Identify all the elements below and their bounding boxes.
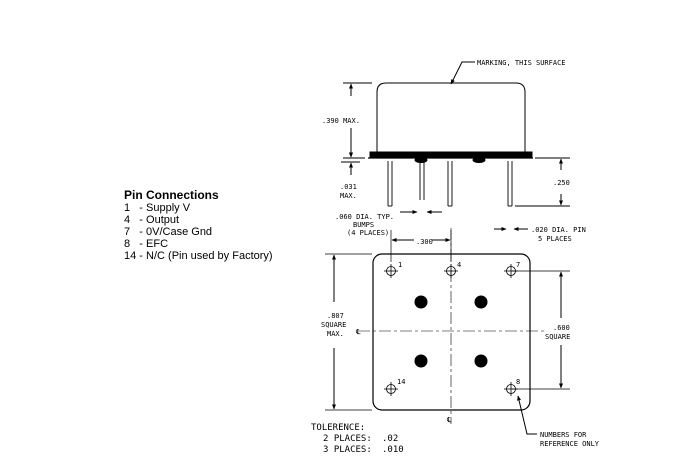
side-view — [341, 61, 570, 231]
pin-square-2: SQUARE — [545, 333, 570, 341]
pin-description: N/C (Pin used by Factory) — [146, 250, 273, 262]
pin-description: Output — [146, 214, 180, 226]
pin-note-2: 5 PLACES — [538, 235, 572, 243]
pin-number: 7 — [124, 226, 131, 238]
bump-note-3: (4 PLACES) — [347, 229, 389, 237]
pin-number: 1 — [124, 202, 131, 214]
package-outline — [372, 253, 531, 411]
bump-dot — [474, 354, 488, 368]
pin-description: EFC — [146, 238, 169, 250]
tolerance-label-2: 2 PLACES: — [323, 434, 372, 444]
marking-note: MARKING, THIS SURFACE — [477, 59, 566, 67]
numbers-note-2: REFERENCE ONLY — [540, 440, 600, 448]
pin-length-label: .250 — [553, 179, 570, 187]
outline-dim-3: MAX. — [327, 330, 344, 338]
bump — [414, 157, 428, 163]
pin-number: 8 — [124, 238, 131, 250]
marking-leader — [450, 61, 475, 85]
bump-dot — [414, 295, 428, 309]
pin-connections-title: Pin Connections — [124, 188, 219, 202]
centerline-symbol-vertical: ℄ — [446, 416, 452, 424]
height-dim-label: .390 MAX. — [322, 117, 360, 125]
pin-label-8: 8 — [516, 378, 520, 386]
side-pins — [387, 161, 513, 207]
pin-row-7: 7 - 0V/Case Gnd — [124, 226, 213, 238]
pin-number: 14 — [124, 250, 137, 262]
tolerance-label-3: 3 PLACES: — [323, 445, 372, 455]
pin-description: Supply V — [146, 202, 191, 214]
pin-square-1: .600 — [553, 324, 570, 332]
pin-label-4: 4 — [457, 261, 461, 269]
pin-description: 0V/Case Gnd — [146, 226, 213, 238]
pin-spacing-label: .300 — [416, 238, 433, 246]
pin-label-7: 7 — [516, 261, 520, 269]
pin-connections: Pin Connections 1 - Supply V 4 - Output … — [124, 189, 273, 262]
bump-height-label: .031 — [340, 183, 357, 191]
tolerance-value-2: .02 — [382, 434, 398, 444]
tolerance-title: TOLERENCE: — [311, 423, 365, 433]
tolerance-value-3: .010 — [382, 445, 404, 455]
pin-14-symbol — [384, 382, 398, 396]
pin-note-1: .020 DIA. PIN — [531, 226, 586, 234]
pin-row-4: 4 - Output — [124, 214, 180, 226]
pin-4-symbol — [444, 264, 458, 278]
numbers-note-leader — [517, 395, 537, 435]
bottom-view — [325, 228, 570, 435]
pin-row-1: 1 - Supply V — [124, 202, 191, 214]
centerline-symbol-horizontal: ℄ — [355, 328, 361, 336]
bump-dot — [474, 295, 488, 309]
pin-row-14: 14 - N/C (Pin used by Factory) — [124, 250, 273, 262]
pin-7-symbol — [504, 264, 518, 278]
pin-1-symbol — [384, 264, 398, 278]
numbers-note-1: NUMBERS FOR — [540, 431, 587, 439]
bump-height-suffix: MAX. — [340, 192, 357, 200]
pin-symbols — [384, 264, 518, 396]
bump-dots — [414, 295, 488, 368]
header-base — [369, 151, 533, 158]
outline-dim-1: .807 — [327, 312, 344, 320]
bump — [472, 157, 486, 163]
bump-dot — [414, 354, 428, 368]
outline-dim-2: SQUARE — [321, 321, 346, 329]
bump-note-1: .060 DIA. TYP. — [335, 213, 394, 221]
can-body — [376, 82, 526, 152]
bump-note-2: BUMPS — [353, 221, 374, 229]
pin-label-1: 1 — [398, 261, 402, 269]
pin-number: 4 — [124, 214, 131, 226]
pin-row-8: 8 - EFC — [124, 238, 169, 250]
pin-label-14: 14 — [397, 378, 405, 386]
centerlines — [358, 228, 545, 424]
pin-8-symbol — [504, 382, 518, 396]
